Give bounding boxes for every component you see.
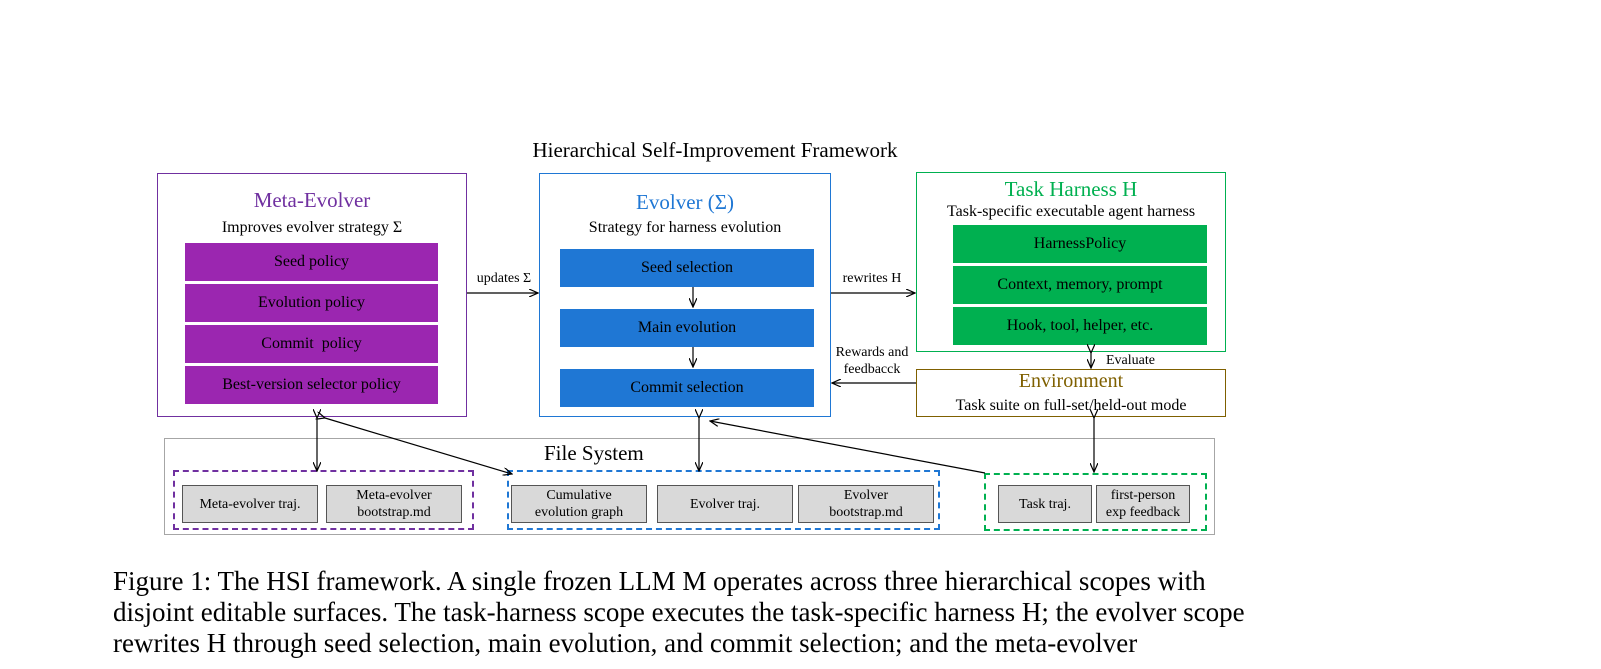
evolver-file-bootstrap: Evolver bootstrap.md xyxy=(798,485,934,523)
evolver-file-traj-label: Evolver traj. xyxy=(690,496,760,512)
evaluate-label: Evaluate xyxy=(1106,353,1155,368)
evolver-files-group xyxy=(507,470,940,530)
diagram-title: Hierarchical Self-Improvement Framework xyxy=(532,138,898,162)
figure-caption: Figure 1: The HSI framework. A single fr… xyxy=(113,566,1245,658)
meta-item-seed-policy: Seed policy xyxy=(185,243,438,281)
meta-evolver-subtitle: Improves evolver strategy Σ xyxy=(221,219,403,236)
meta-item-evolution-policy: Evolution policy xyxy=(185,284,438,322)
meta-file-traj-label: Meta-evolver traj. xyxy=(199,496,301,512)
harness-file-traj: Task traj. xyxy=(998,485,1092,523)
evolver-file-graph-line1: Cumulative xyxy=(546,488,612,503)
task-harness-subtitle: Task-specific executable agent harness xyxy=(946,203,1196,220)
meta-item-best-version-selector: Best-version selector policy xyxy=(185,366,438,404)
rewards-label-line2: feedbacck xyxy=(843,362,901,377)
environment-title: Environment xyxy=(1018,370,1124,392)
task-harness-title: Task Harness H xyxy=(1004,177,1138,201)
rewards-label-line1: Rewards and xyxy=(835,345,909,360)
evolver-item-main-evolution: Main evolution xyxy=(560,309,814,347)
harness-files-group xyxy=(984,473,1207,531)
evolver-file-graph-line2: evolution graph xyxy=(534,505,624,520)
arrow-harness-diagonal xyxy=(710,421,986,474)
file-system-title: File System xyxy=(544,441,644,465)
evolver-item-seed-selection: Seed selection xyxy=(560,249,814,287)
evolver-file-traj: Evolver traj. xyxy=(657,485,793,523)
task-harness-panel: Task Harness H Task-specific executable … xyxy=(916,172,1226,352)
evolver-title: Evolver (Σ) xyxy=(636,190,734,214)
evolver-file-bootstrap-line1: Evolver xyxy=(843,488,889,503)
meta-evolver-panel: Meta-Evolver Improves evolver strategy Σ… xyxy=(157,173,467,417)
arrow-meta-diagonal xyxy=(325,418,512,474)
evolver-item-commit-selection: Commit selection xyxy=(560,369,814,407)
evolver-file-graph: Cumulative evolution graph xyxy=(511,485,647,523)
evolver-panel: Evolver (Σ) Strategy for harness evoluti… xyxy=(539,173,831,417)
evolver-file-bootstrap-line2: bootstrap.md xyxy=(829,505,903,520)
evolver-subtitle: Strategy for harness evolution xyxy=(588,219,782,236)
meta-item-commit-policy: Commit policy xyxy=(185,325,438,363)
updates-label: updates Σ xyxy=(476,271,532,286)
meta-file-bootstrap-line1: Meta-evolver xyxy=(356,488,432,503)
environment-subtitle: Task suite on full-set/held-out mode xyxy=(955,397,1187,414)
harness-file-feedback: first-person exp feedback xyxy=(1096,485,1190,523)
meta-evolver-title: Meta-Evolver xyxy=(253,188,371,212)
environment-panel: Environment Task suite on full-set/held-… xyxy=(916,369,1226,417)
meta-file-bootstrap-line2: bootstrap.md xyxy=(357,505,431,520)
harness-file-feedback-line1: first-person xyxy=(1110,488,1176,503)
meta-file-traj: Meta-evolver traj. xyxy=(182,485,318,523)
harness-item-context-memory-prompt: Context, memory, prompt xyxy=(953,266,1207,304)
harness-file-feedback-line2: exp feedback xyxy=(1105,505,1181,520)
harness-item-harness-policy: HarnessPolicy xyxy=(953,225,1207,263)
harness-item-hook-tool-helper: Hook, tool, helper, etc. xyxy=(953,307,1207,345)
meta-file-bootstrap: Meta-evolver bootstrap.md xyxy=(326,485,462,523)
rewrites-label: rewrites H xyxy=(842,271,902,286)
harness-file-traj-label: Task traj. xyxy=(1019,496,1071,512)
